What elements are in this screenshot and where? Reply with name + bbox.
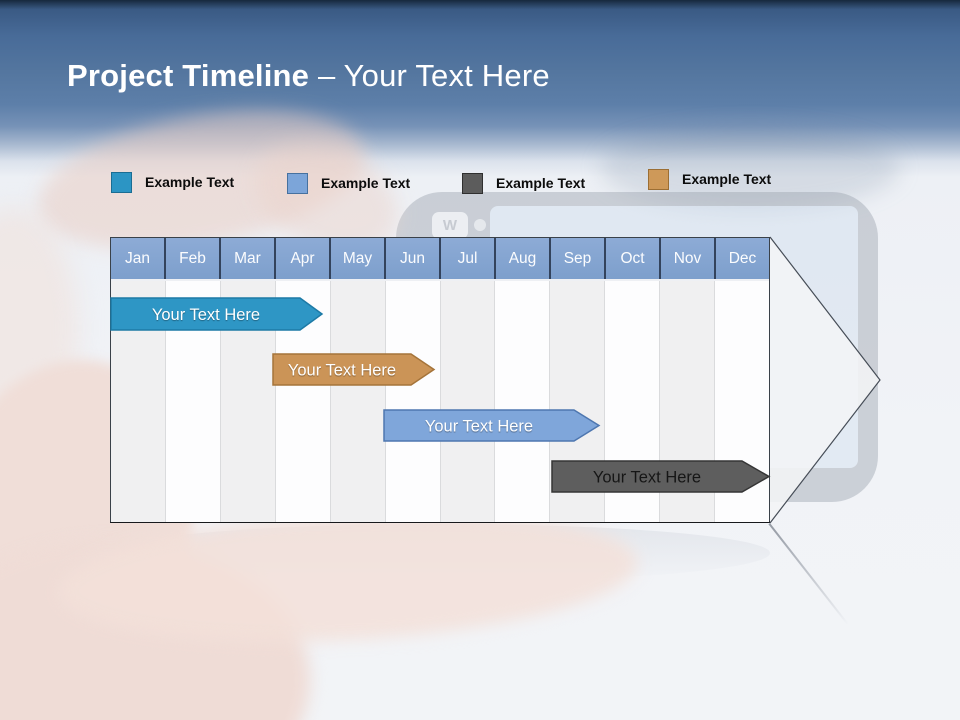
gantt-bar-1: Your Text Here [110,297,324,331]
month-column [330,281,386,522]
month-column [440,281,496,522]
month-cell: Oct [606,238,661,279]
month-header-row: Jan Feb Mar Apr May Jun Jul Aug Sep Oct … [111,238,769,281]
month-cell: May [331,238,386,279]
gantt-bar-3-label: Your Text Here [425,418,533,436]
tablet-shadow [600,126,900,210]
month-cell: Jul [441,238,496,279]
timeline-grid [111,281,770,522]
page-title-bold: Project Timeline [67,58,310,93]
page-title: Project Timeline – Your Text Here [67,58,550,94]
month-cell: Feb [166,238,221,279]
legend-label: Example Text [682,171,772,187]
month-column [385,281,441,522]
gantt-bar-4: Your Text Here [551,460,771,493]
month-cell: Dec [728,249,757,267]
legend-swatch-lightblue [287,172,308,194]
timeline-table: Jan Feb Mar Apr May Jun Jul Aug Sep Oct … [110,237,770,523]
gantt-bar-1-label: Your Text Here [152,306,260,324]
timeline-arrow-head [769,236,881,524]
month-cell: Mar [221,238,276,279]
legend-label: Example Text [321,175,411,191]
tablet-logo: W [432,212,468,239]
month-cell: Nov [661,238,716,279]
month-column [495,281,551,522]
month-cell: Aug [496,238,551,279]
month-cell: Apr [276,238,331,279]
legend-swatch-tan [648,168,669,190]
legend-item: Example Text [111,170,234,194]
month-cell: Jan [111,238,166,279]
gantt-bar-2-label: Your Text Here [288,362,396,380]
gantt-bar-3: Your Text Here [383,409,601,442]
legend-item: Example Text [287,171,410,195]
arrow-reflection-line [768,523,849,626]
gantt-bar-2: Your Text Here [272,353,436,386]
legend-item: Example Text [462,171,585,195]
legend-swatch-teal [111,171,132,193]
legend-swatch-gray [462,172,483,194]
tablet-camera-icon [474,219,486,231]
legend-item: Example Text [648,167,771,191]
legend-label: Example Text [145,174,235,190]
month-cell: Jun [386,238,441,279]
legend-label: Example Text [496,175,586,191]
page-title-rest: – Your Text Here [317,58,550,93]
gantt-bar-4-label: Your Text Here [593,469,701,487]
month-cell: Sep [551,238,606,279]
